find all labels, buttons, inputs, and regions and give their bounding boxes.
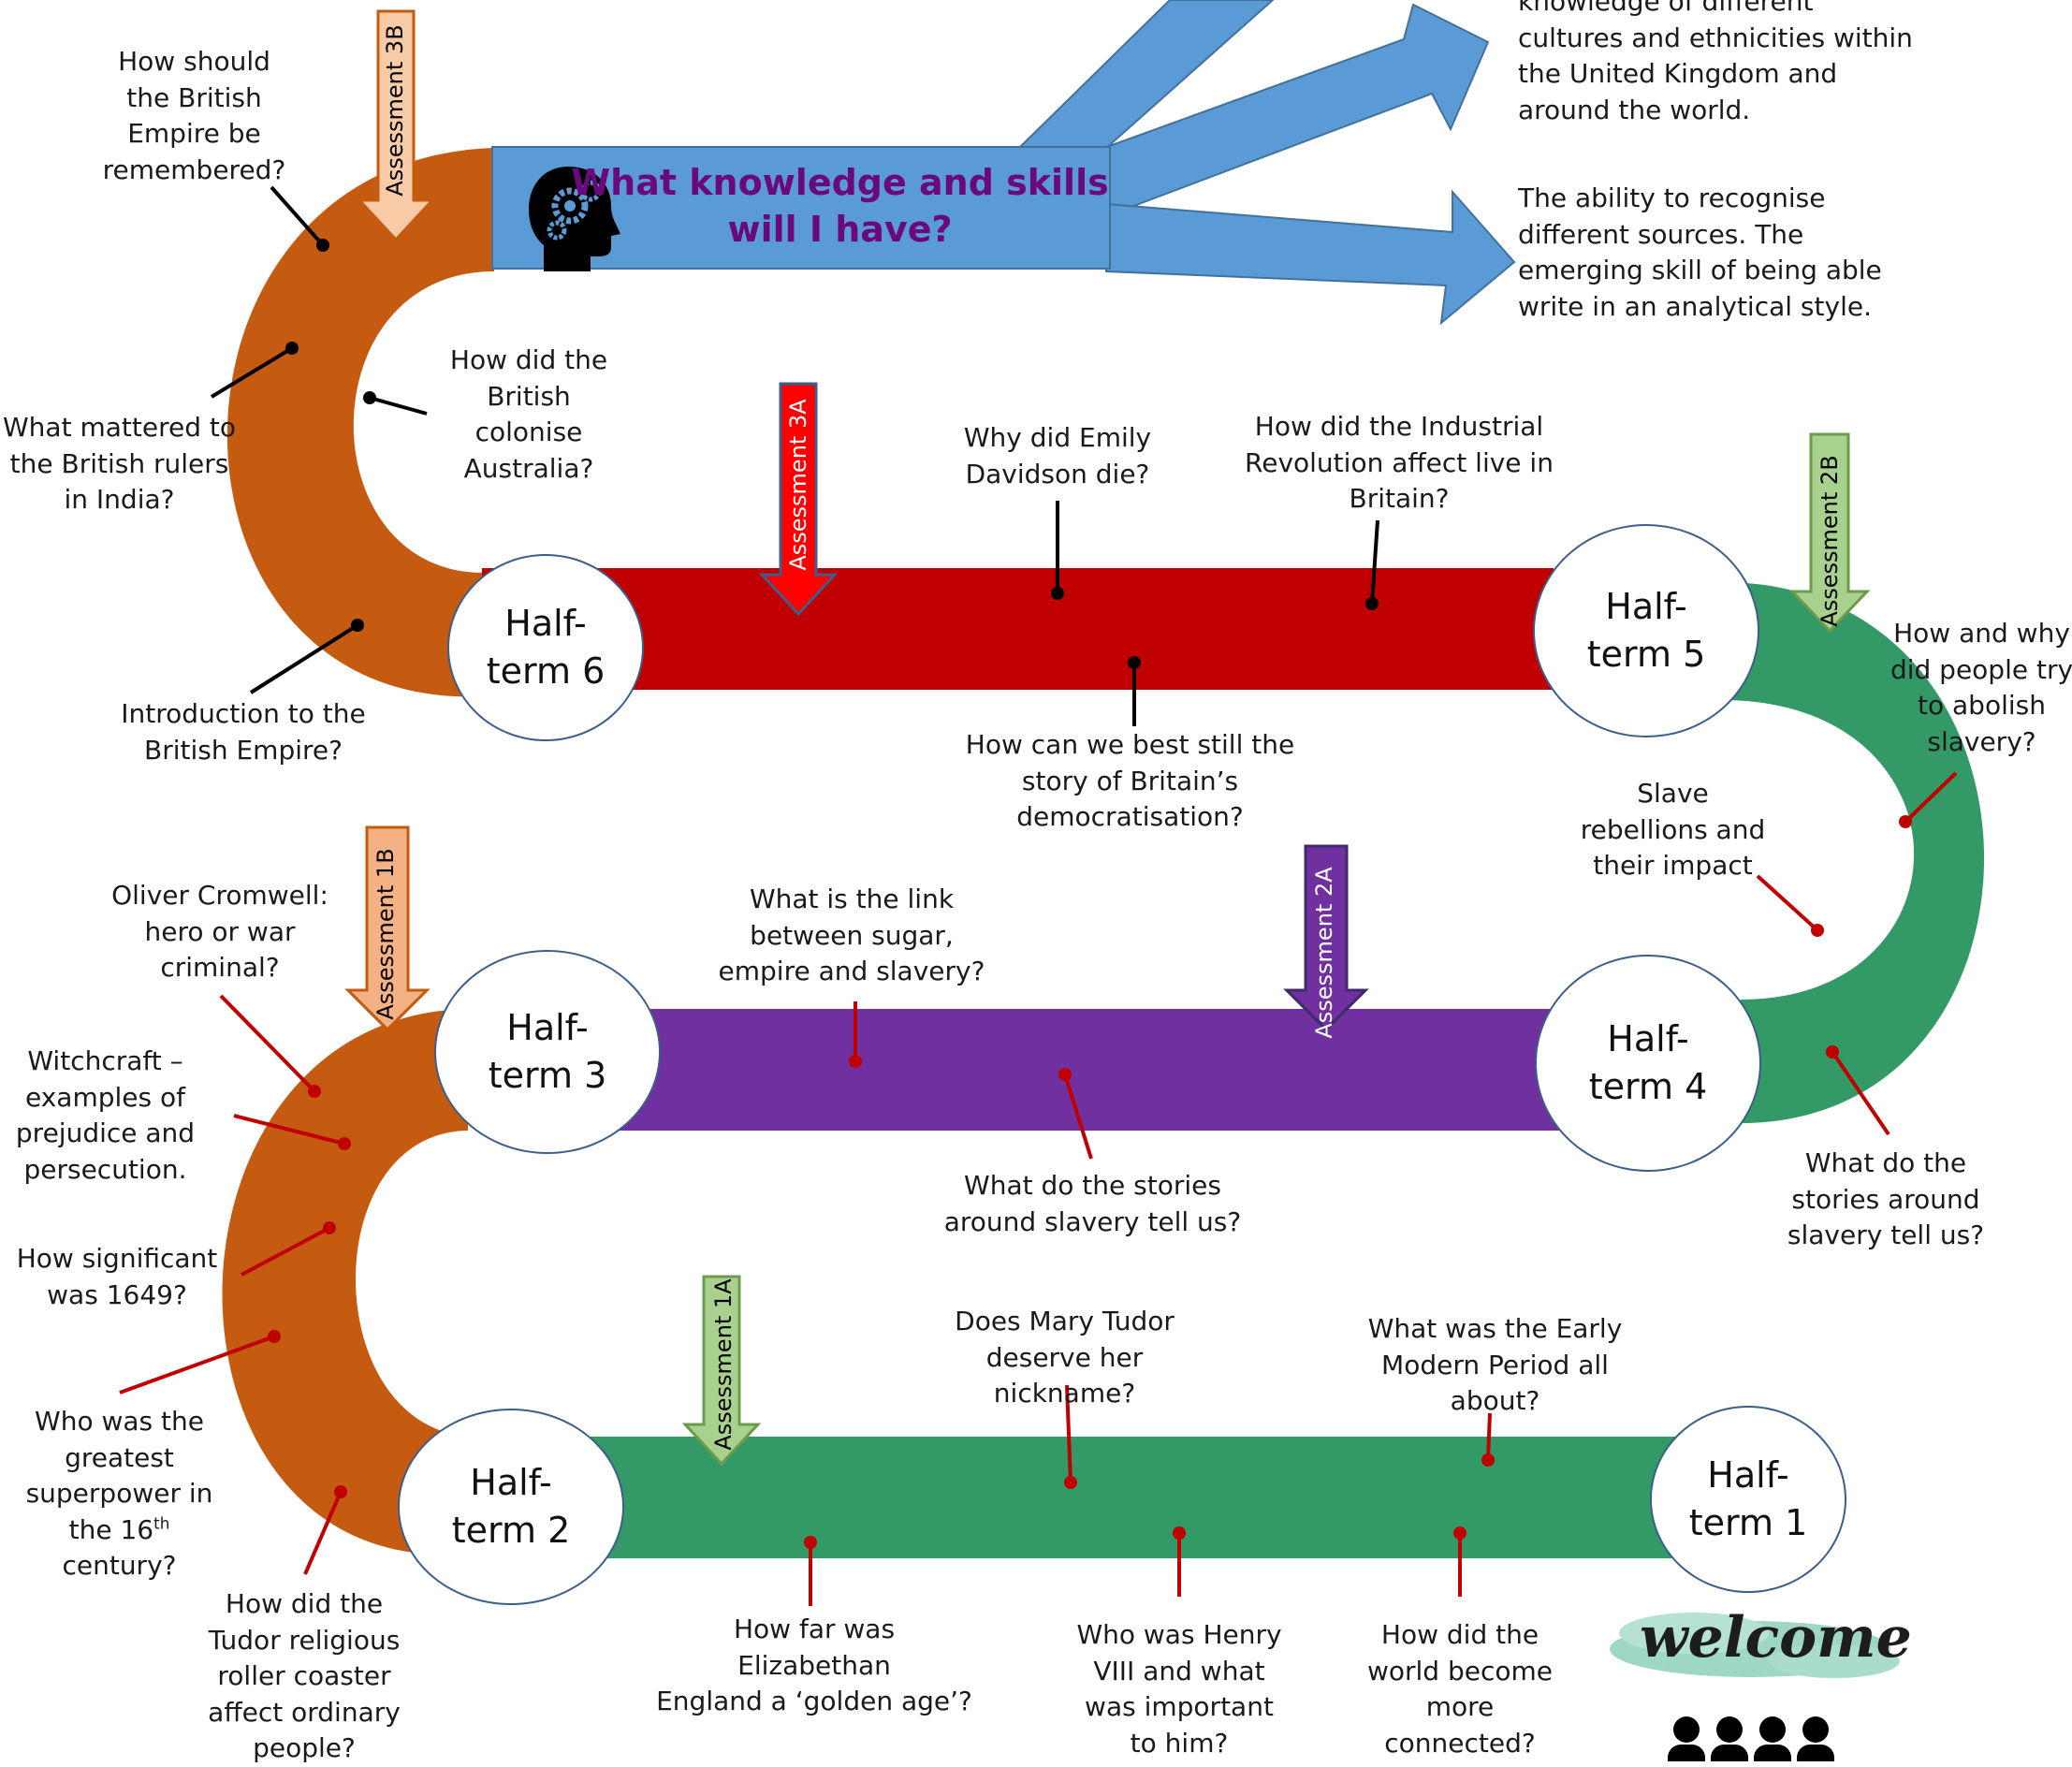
question-world-connected: How did the world become more connected? [1366, 1619, 1554, 1759]
century-text: century? [62, 1550, 177, 1581]
question-henry-viii: Who was Henry VIII and what was importan… [1076, 1619, 1282, 1759]
assessment-3b-label: Assessment 3B [382, 24, 408, 197]
question-early-modern-period: What was the Early Modern Period all abo… [1367, 1313, 1623, 1416]
question-mary-tudor: Does Mary Tudor deserve her nickname? [955, 1306, 1175, 1409]
leader-henry-viii [1173, 1526, 1186, 1597]
question-elizabethan-golden-age: How far was Elizabethan England a ‘golde… [656, 1614, 972, 1716]
arc-ht3-ht2 [222, 1009, 468, 1555]
question-witchcraft: Witchcraft – examples of prejudice and p… [15, 1045, 196, 1185]
leader-greatest-superpower [119, 1330, 281, 1395]
question-colonise-australia: How did the British colonise Australia? [449, 344, 608, 484]
skill-text-2: The ability to recognise different sourc… [1518, 183, 1882, 322]
question-abolish-slavery: How and why did people try to abolish sl… [1890, 618, 2072, 757]
leader-world-connected [1453, 1526, 1466, 1597]
superscript-th: th [153, 1513, 170, 1533]
question-british-rulers-india: What mattered to the British rulers in I… [3, 412, 236, 515]
question-democratisation: How can we best still the story of Brita… [965, 729, 1295, 832]
leader-stories-slavery-ht4 [1826, 1045, 1890, 1136]
question-stories-slavery-ht4: What do the stories around slavery tell … [1787, 1147, 1985, 1250]
leader-stories-slavery-ht3 [1058, 1068, 1093, 1160]
leader-democratisation [1128, 656, 1141, 726]
half-term-6: Half- term 6 [447, 554, 644, 741]
question-empire-remembered: How should the British Empire be remembe… [102, 46, 286, 185]
leader-industrial-revolution [1365, 519, 1379, 610]
half-term-3: Half- term 3 [434, 950, 661, 1154]
leader-emily-davidson [1051, 501, 1064, 600]
leader-british-rulers-india [210, 342, 299, 399]
assessment-2b-arrow [1788, 432, 1871, 634]
question-greatest-superpower: Who was the greatest superpower in the 1… [25, 1406, 213, 1581]
half-term-1: Half- term 1 [1650, 1406, 1846, 1593]
leader-early-modern-period [1481, 1412, 1495, 1467]
assessment-2b-label: Assessment 2B [1817, 455, 1843, 627]
question-sugar-empire-slavery: What is the link between sugar, empire a… [718, 884, 985, 986]
assessment-3a-label: Assessment 3A [785, 399, 811, 571]
page-title: What knowledge and skills will I have? [571, 162, 1109, 250]
skill-arrow-2 [1105, 189, 1516, 326]
welcome-splash [1610, 1613, 1900, 1678]
leader-significant-1649 [241, 1221, 336, 1277]
half-term-2: Half- term 2 [398, 1409, 624, 1605]
people-group-icon [1668, 1716, 1834, 1761]
half-term-4: Half- term 4 [1535, 955, 1761, 1172]
question-industrial-revolution: How did the Industrial Revolution affect… [1245, 411, 1554, 514]
assessment-1a-arrow [681, 1275, 762, 1467]
question-tudor-roller-coaster: How did the Tudor religious roller coast… [208, 1588, 401, 1763]
question-intro-british-empire: Introduction to the British Empire? [121, 698, 366, 766]
assessment-1a-label: Assessment 1A [710, 1278, 737, 1451]
leader-intro-british-empire [249, 619, 364, 694]
leader-mary-tudor [1064, 1384, 1077, 1489]
band-ht3-ht4 [608, 1009, 1568, 1131]
assessment-2a-label: Assessment 2A [1311, 867, 1337, 1039]
question-oliver-cromwell: Oliver Cromwell: hero or war criminal? [111, 880, 328, 983]
question-emily-davidson: Why did Emily Davidson die? [963, 422, 1152, 489]
assessment-1b-arrow [344, 825, 430, 1032]
leader-slave-rebellions [1756, 874, 1824, 937]
question-slave-rebellions: Slave rebellions and their impact [1580, 778, 1766, 881]
leader-abolish-slavery [1899, 771, 1958, 828]
band-ht2-ht1 [580, 1437, 1685, 1558]
welcome-text: welcome [1640, 1605, 1912, 1671]
head-gears-icon [529, 167, 620, 271]
arc-ht5-ht4 [1722, 582, 1985, 1123]
leader-sugar-empire-slavery [849, 1001, 862, 1068]
leader-tudor-roller-coaster [303, 1485, 347, 1575]
leader-witchcraft [233, 1114, 351, 1150]
band-ht6-ht5 [482, 568, 1554, 690]
question-stories-slavery-ht3: What do the stories around slavery tell … [943, 1170, 1242, 1237]
skill-arrow-1 [1102, 3, 1490, 217]
leader-oliver-cromwell [219, 994, 321, 1098]
assessment-1b-label: Assessment 1B [372, 848, 399, 1020]
question-significant-1649: How significant was 1649? [16, 1243, 218, 1310]
leader-elizabethan-golden-age [804, 1536, 817, 1606]
half-term-5: Half- term 5 [1533, 524, 1759, 737]
assessment-3a-arrow [758, 382, 839, 617]
skill-text-1: knowledge of different cultures and ethn… [1518, 0, 1913, 125]
assessment-3b-arrow [356, 9, 436, 242]
assessment-2a-arrow [1283, 844, 1369, 1032]
leader-colonise-australia [363, 391, 428, 416]
leader-empire-remembered [270, 185, 329, 252]
arc-ht6-header [226, 148, 494, 697]
